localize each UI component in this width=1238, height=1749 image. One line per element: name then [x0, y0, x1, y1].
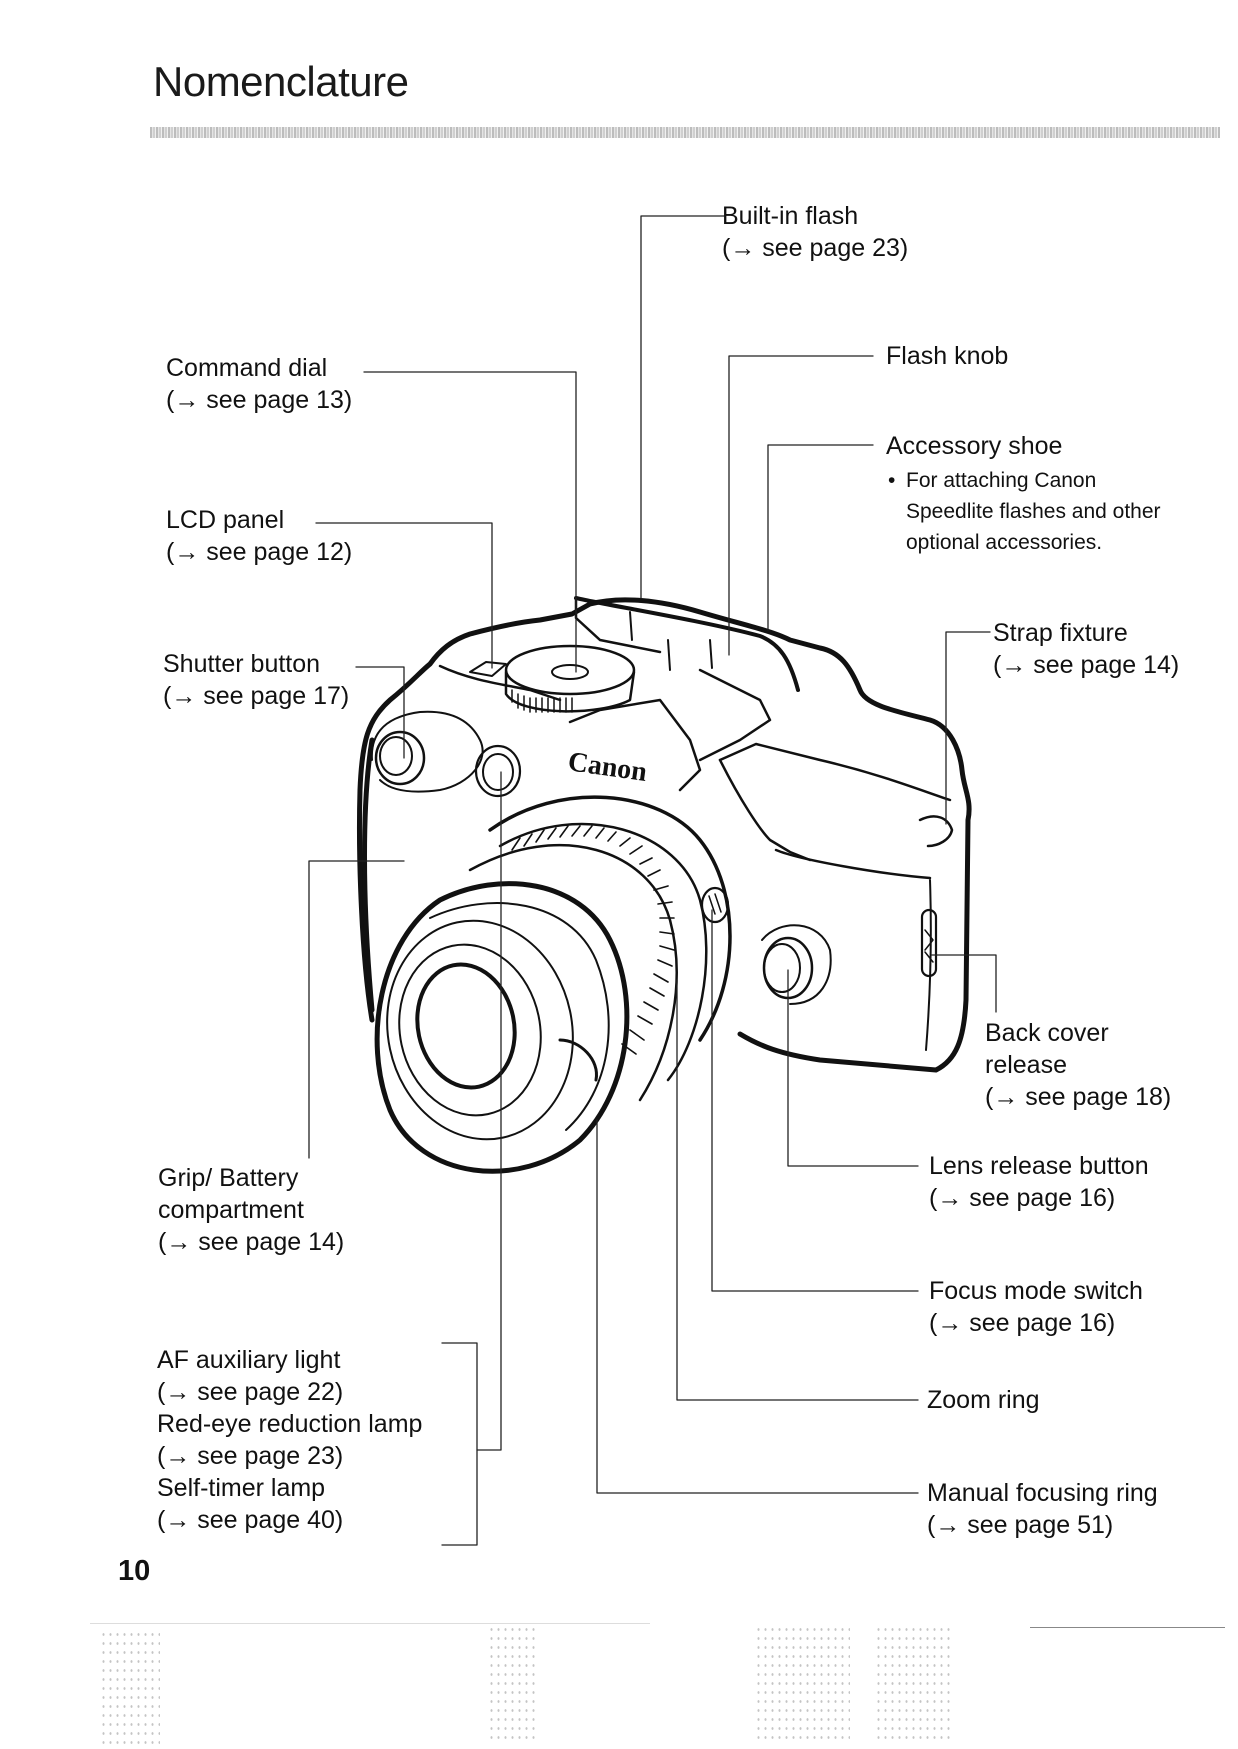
- label-name-cont: release: [985, 1051, 1067, 1079]
- page-ref: (→ see page 12): [166, 538, 353, 566]
- page-ref: (→ see page 13): [166, 386, 353, 414]
- scan-halftone-artifact: [875, 1625, 950, 1745]
- label-built-in-flash: Built-in flash (→ see page 23): [722, 200, 908, 264]
- label-name: Zoom ring: [927, 1386, 1040, 1414]
- label-name: Command dial: [166, 354, 328, 382]
- zoom-ring-ridges: [511, 825, 675, 1055]
- scan-halftone-artifact: [488, 1625, 538, 1745]
- leader-built-in-flash: [640, 215, 725, 599]
- page-ref: (→ see page 40): [157, 1506, 344, 1534]
- label-name: Grip/ Battery: [158, 1164, 299, 1192]
- leader-shutter-button: [355, 666, 405, 759]
- leader-accessory-shoe: [767, 444, 874, 631]
- lens-release-button-shape: [761, 924, 832, 1005]
- page-ref: (→ see page 17): [163, 682, 350, 710]
- leader-lens-release: [787, 969, 919, 1167]
- page-ref: (→ see page 16): [929, 1309, 1116, 1337]
- shutter-button-shape: [370, 710, 484, 793]
- label-name: Accessory shoe: [886, 432, 1063, 460]
- brand-logo: Canon: [566, 746, 649, 788]
- leader-front-lamp-bracket: [441, 1342, 478, 1546]
- leader-zoom-ring: [676, 979, 919, 1401]
- command-dial-shape: [504, 644, 636, 713]
- leader-back-cover-release: [931, 954, 997, 1013]
- label-command-dial: Command dial (→ see page 13): [166, 352, 352, 416]
- label-name-cont: compartment: [158, 1196, 304, 1224]
- label-af-auxiliary-light: AF auxiliary light: [157, 1346, 341, 1374]
- label-name: Flash knob: [886, 342, 1009, 370]
- page-title: Nomenclature: [153, 58, 409, 105]
- leader-focus-mode-switch: [711, 909, 919, 1292]
- label-name: Built-in flash: [722, 202, 859, 230]
- page-number: 10: [118, 1555, 151, 1587]
- built-in-flash-shape: [574, 596, 800, 762]
- label-name: Strap fixture: [993, 619, 1128, 647]
- label-name: Manual focusing ring: [927, 1479, 1158, 1507]
- page-ref: (→ see page 18): [985, 1083, 1172, 1111]
- label-name: LCD panel: [166, 506, 285, 534]
- page-ref: (→ see page 23): [157, 1442, 344, 1470]
- strap-fixture-shape: [918, 815, 954, 848]
- page-ref: (→ see page 14): [158, 1228, 345, 1256]
- leader-grip-battery: [308, 860, 405, 1159]
- leader-manual-focusing-ring: [596, 1119, 919, 1494]
- label-strap-fixture: Strap fixture (→ see page 14): [993, 617, 1179, 681]
- scan-artifact-line: [1030, 1627, 1225, 1628]
- label-name: Lens release button: [929, 1152, 1149, 1180]
- label-lcd-panel: LCD panel (→ see page 12): [166, 504, 352, 568]
- camera-body: Canon: [357, 596, 972, 1073]
- scan-artifact-line: [90, 1623, 650, 1624]
- page-ref: (→ see page 22): [157, 1378, 344, 1406]
- title-rule-divider: [150, 127, 1220, 138]
- label-flash-knob: Flash knob: [886, 340, 1008, 372]
- leader-lcd-panel: [315, 522, 493, 669]
- leader-strap-fixture: [945, 631, 991, 825]
- accessory-shoe-note: •For attaching Canon Speedlite flashes a…: [888, 465, 1161, 558]
- label-lens-release-button: Lens release button (→ see page 16): [929, 1150, 1149, 1214]
- lcd-panel-shape: [469, 661, 507, 677]
- leader-command-dial: [363, 371, 577, 673]
- label-self-timer-lamp: Self-timer lamp: [157, 1474, 326, 1502]
- label-shutter-button: Shutter button (→ see page 17): [163, 648, 349, 712]
- label-name: Back cover: [985, 1019, 1109, 1047]
- scan-halftone-artifact: [755, 1625, 850, 1745]
- leader-front-lamp: [476, 771, 502, 1451]
- label-back-cover-release: Back cover release (→ see page 18): [985, 1017, 1171, 1113]
- page-ref: (→ see page 16): [929, 1184, 1116, 1212]
- back-cover-release-shape: [920, 908, 938, 978]
- label-front-lamp-group: AF auxiliary light (→ see page 22) Red-e…: [157, 1344, 422, 1536]
- label-accessory-shoe: Accessory shoe: [886, 430, 1062, 462]
- page-ref: (→ see page 23): [722, 234, 909, 262]
- leader-lines: [308, 215, 997, 1546]
- label-red-eye-reduction-lamp: Red-eye reduction lamp: [157, 1410, 423, 1438]
- leader-flash-knob: [728, 355, 874, 656]
- label-zoom-ring: Zoom ring: [927, 1384, 1040, 1416]
- focus-mode-switch-shape: [700, 886, 730, 924]
- page-ref: (→ see page 51): [927, 1511, 1114, 1539]
- label-manual-focusing-ring: Manual focusing ring (→ see page 51): [927, 1477, 1158, 1541]
- front-lamp-shape: [474, 744, 522, 798]
- bullet-icon: •: [888, 469, 896, 492]
- label-name: Focus mode switch: [929, 1277, 1143, 1305]
- camera-lens: [374, 795, 732, 1174]
- label-focus-mode-switch: Focus mode switch (→ see page 16): [929, 1275, 1143, 1339]
- page-ref: (→ see page 14): [993, 651, 1180, 679]
- scan-halftone-artifact: [100, 1630, 160, 1745]
- label-name: Shutter button: [163, 650, 321, 678]
- label-grip-battery: Grip/ Battery compartment (→ see page 14…: [158, 1162, 344, 1258]
